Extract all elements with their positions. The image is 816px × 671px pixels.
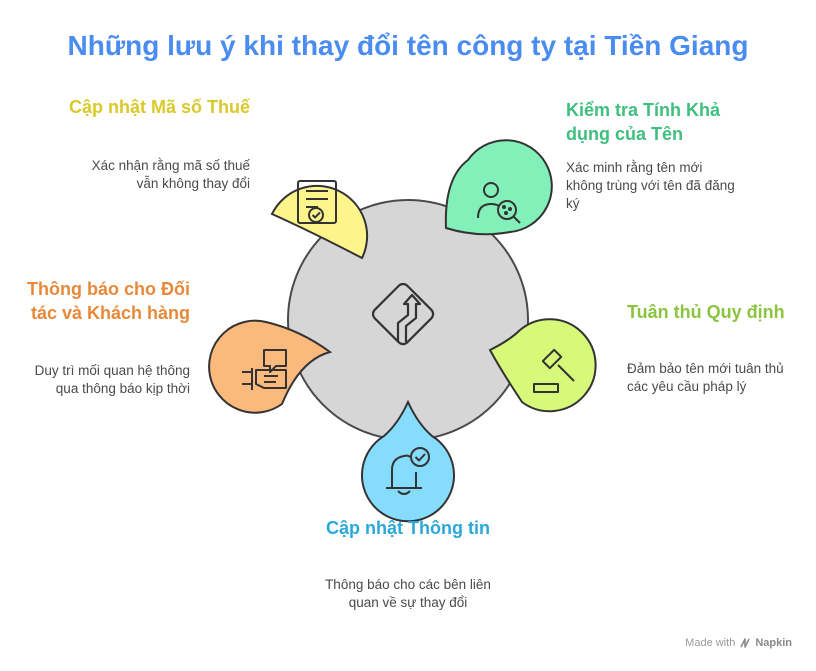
tax-heading: Cập nhật Mã số Thuế bbox=[68, 97, 250, 117]
user-search-icon bbox=[477, 182, 521, 224]
tax-description: Xác nhận rằng mã số thuế vẫn không thay … bbox=[91, 158, 250, 191]
petal-availability bbox=[444, 139, 553, 236]
watermark-brand: Napkin bbox=[755, 637, 792, 649]
partners-description: Duy trì mối quan hệ thông qua thông báo … bbox=[34, 363, 190, 396]
gavel-icon bbox=[533, 348, 575, 393]
availability-description: Xác minh rằng tên mới không trùng với tê… bbox=[566, 160, 735, 211]
partners-heading: Thông báo cho Đối tác và Khách hàng bbox=[27, 279, 190, 323]
compliance-description: Đảm bảo tên mới tuân thủ các yêu cầu phá… bbox=[627, 361, 784, 394]
bell-check-icon bbox=[386, 447, 430, 495]
petal-tax bbox=[270, 180, 369, 260]
compliance-heading: Tuân thủ Quy định bbox=[627, 302, 785, 322]
route-sign-icon bbox=[371, 282, 435, 346]
watermark-made-with: Made with bbox=[685, 637, 736, 649]
watermark: Made with Napkin bbox=[685, 637, 792, 649]
petal-partners bbox=[208, 319, 333, 414]
handshake-chat-icon bbox=[242, 349, 287, 390]
page-title: Những lưu ý khi thay đổi tên công ty tại… bbox=[67, 30, 749, 61]
petal-compliance bbox=[488, 318, 597, 413]
petal-update bbox=[361, 399, 455, 523]
availability-heading: Kiểm tra Tính Khả dụng của Tên bbox=[566, 100, 721, 144]
update-description: Thông báo cho các bên liên quan về sự th… bbox=[325, 577, 491, 610]
napkin-logo-icon bbox=[740, 638, 751, 648]
document-check-icon bbox=[297, 180, 337, 224]
update-heading: Cập nhật Thông tin bbox=[326, 518, 490, 538]
